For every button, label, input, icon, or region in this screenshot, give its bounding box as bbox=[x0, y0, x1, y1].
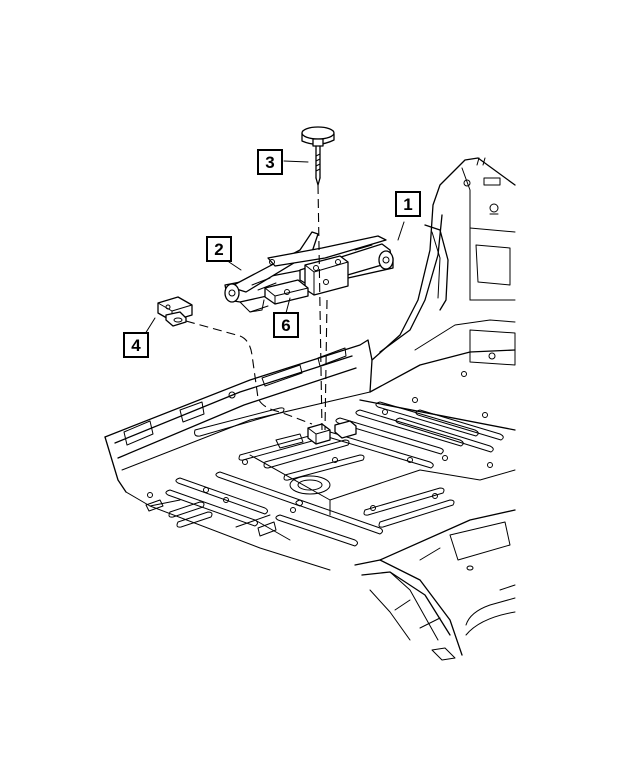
jack-handle-wing-bolt bbox=[301, 126, 335, 186]
callout-6: 6 bbox=[273, 312, 299, 338]
scissor-jack bbox=[224, 231, 394, 313]
callout-1: 1 bbox=[395, 191, 421, 217]
callout-1-label: 1 bbox=[403, 195, 412, 214]
callout-4: 4 bbox=[123, 332, 149, 358]
rear-floor-crossmember bbox=[354, 509, 516, 661]
floor-mount-receiver bbox=[275, 420, 357, 449]
callout-3: 3 bbox=[257, 149, 283, 175]
callout-2: 2 bbox=[206, 236, 232, 262]
assembly-lines bbox=[185, 184, 328, 431]
callout-3-label: 3 bbox=[265, 153, 274, 172]
callout-2-label: 2 bbox=[214, 240, 223, 259]
callout-6-label: 6 bbox=[281, 316, 290, 335]
callout-leaders bbox=[144, 160, 405, 335]
callout-4-label: 4 bbox=[131, 336, 141, 355]
jack-bracket bbox=[157, 296, 193, 327]
trunk-floor-panel bbox=[104, 157, 516, 571]
